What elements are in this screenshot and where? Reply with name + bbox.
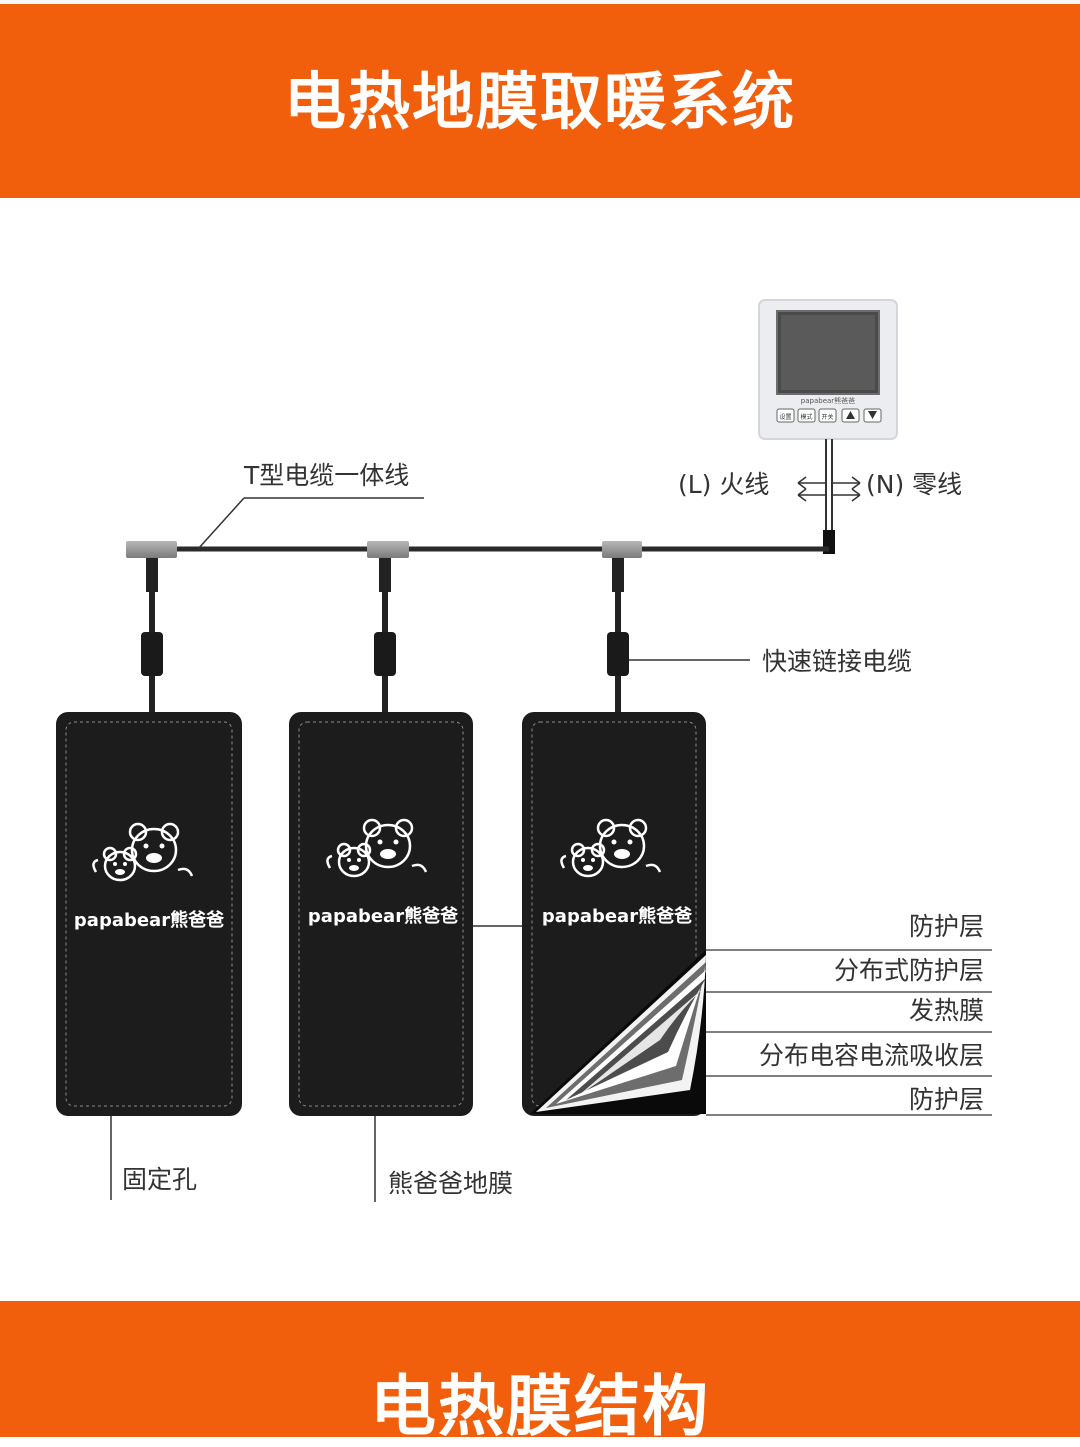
section-title: 电热膜结构 (370, 1368, 710, 1445)
layer-label: 防护层 (909, 1085, 984, 1114)
thermostat-brand: papabear熊爸爸 (801, 396, 855, 405)
heating-film-1: papabear熊爸爸 (56, 712, 242, 1116)
system-diagram: papabear熊爸爸 设置 模式 开关 (L) 火线 (N) 零线 (56, 299, 992, 1202)
fixing-hole-label: 固定孔 (122, 1165, 197, 1194)
thermostat-buttons: 设置 模式 开关 (776, 408, 882, 423)
layer-label: 防护层 (909, 912, 984, 941)
power-wires (797, 439, 861, 554)
page-title: 电热地膜取暖系统 (283, 65, 796, 138)
section-banner: 电热膜结构 (0, 1301, 1080, 1445)
header-banner: 电热地膜取暖系统 (0, 0, 1080, 198)
heating-film-3: papabear熊爸爸 (522, 712, 706, 1116)
t-connector-3 (602, 541, 642, 712)
film-logo: papabear熊爸爸 (542, 905, 692, 927)
t-connector-2 (367, 541, 409, 712)
t-cable-label: T型电缆一体线 (243, 461, 409, 490)
layer-label: 分布电容电流吸收层 (759, 1041, 984, 1070)
svg-text:设置: 设置 (779, 413, 791, 421)
layer-labels: 防护层 分布式防护层 发热膜 分布电容电流吸收层 防护层 (706, 912, 992, 1116)
t-connector-1 (126, 541, 177, 712)
svg-text:模式: 模式 (800, 413, 812, 421)
t-cable-leader (197, 497, 245, 550)
layer-label: 发热膜 (909, 996, 984, 1025)
layer-label: 分布式防护层 (834, 956, 984, 985)
heating-film-2: papabear熊爸爸 (289, 712, 473, 1116)
film-name-label: 熊爸爸地膜 (388, 1169, 513, 1198)
film-logo: papabear熊爸爸 (74, 909, 224, 931)
film-logo: papabear熊爸爸 (308, 905, 458, 927)
thermostat: papabear熊爸爸 设置 模式 开关 (758, 299, 898, 440)
neutral-wire-label: (N) 零线 (866, 470, 962, 499)
quick-cable-label: 快速链接电缆 (762, 647, 912, 676)
svg-text:开关: 开关 (821, 413, 833, 421)
live-wire-label: (L) 火线 (678, 470, 769, 499)
